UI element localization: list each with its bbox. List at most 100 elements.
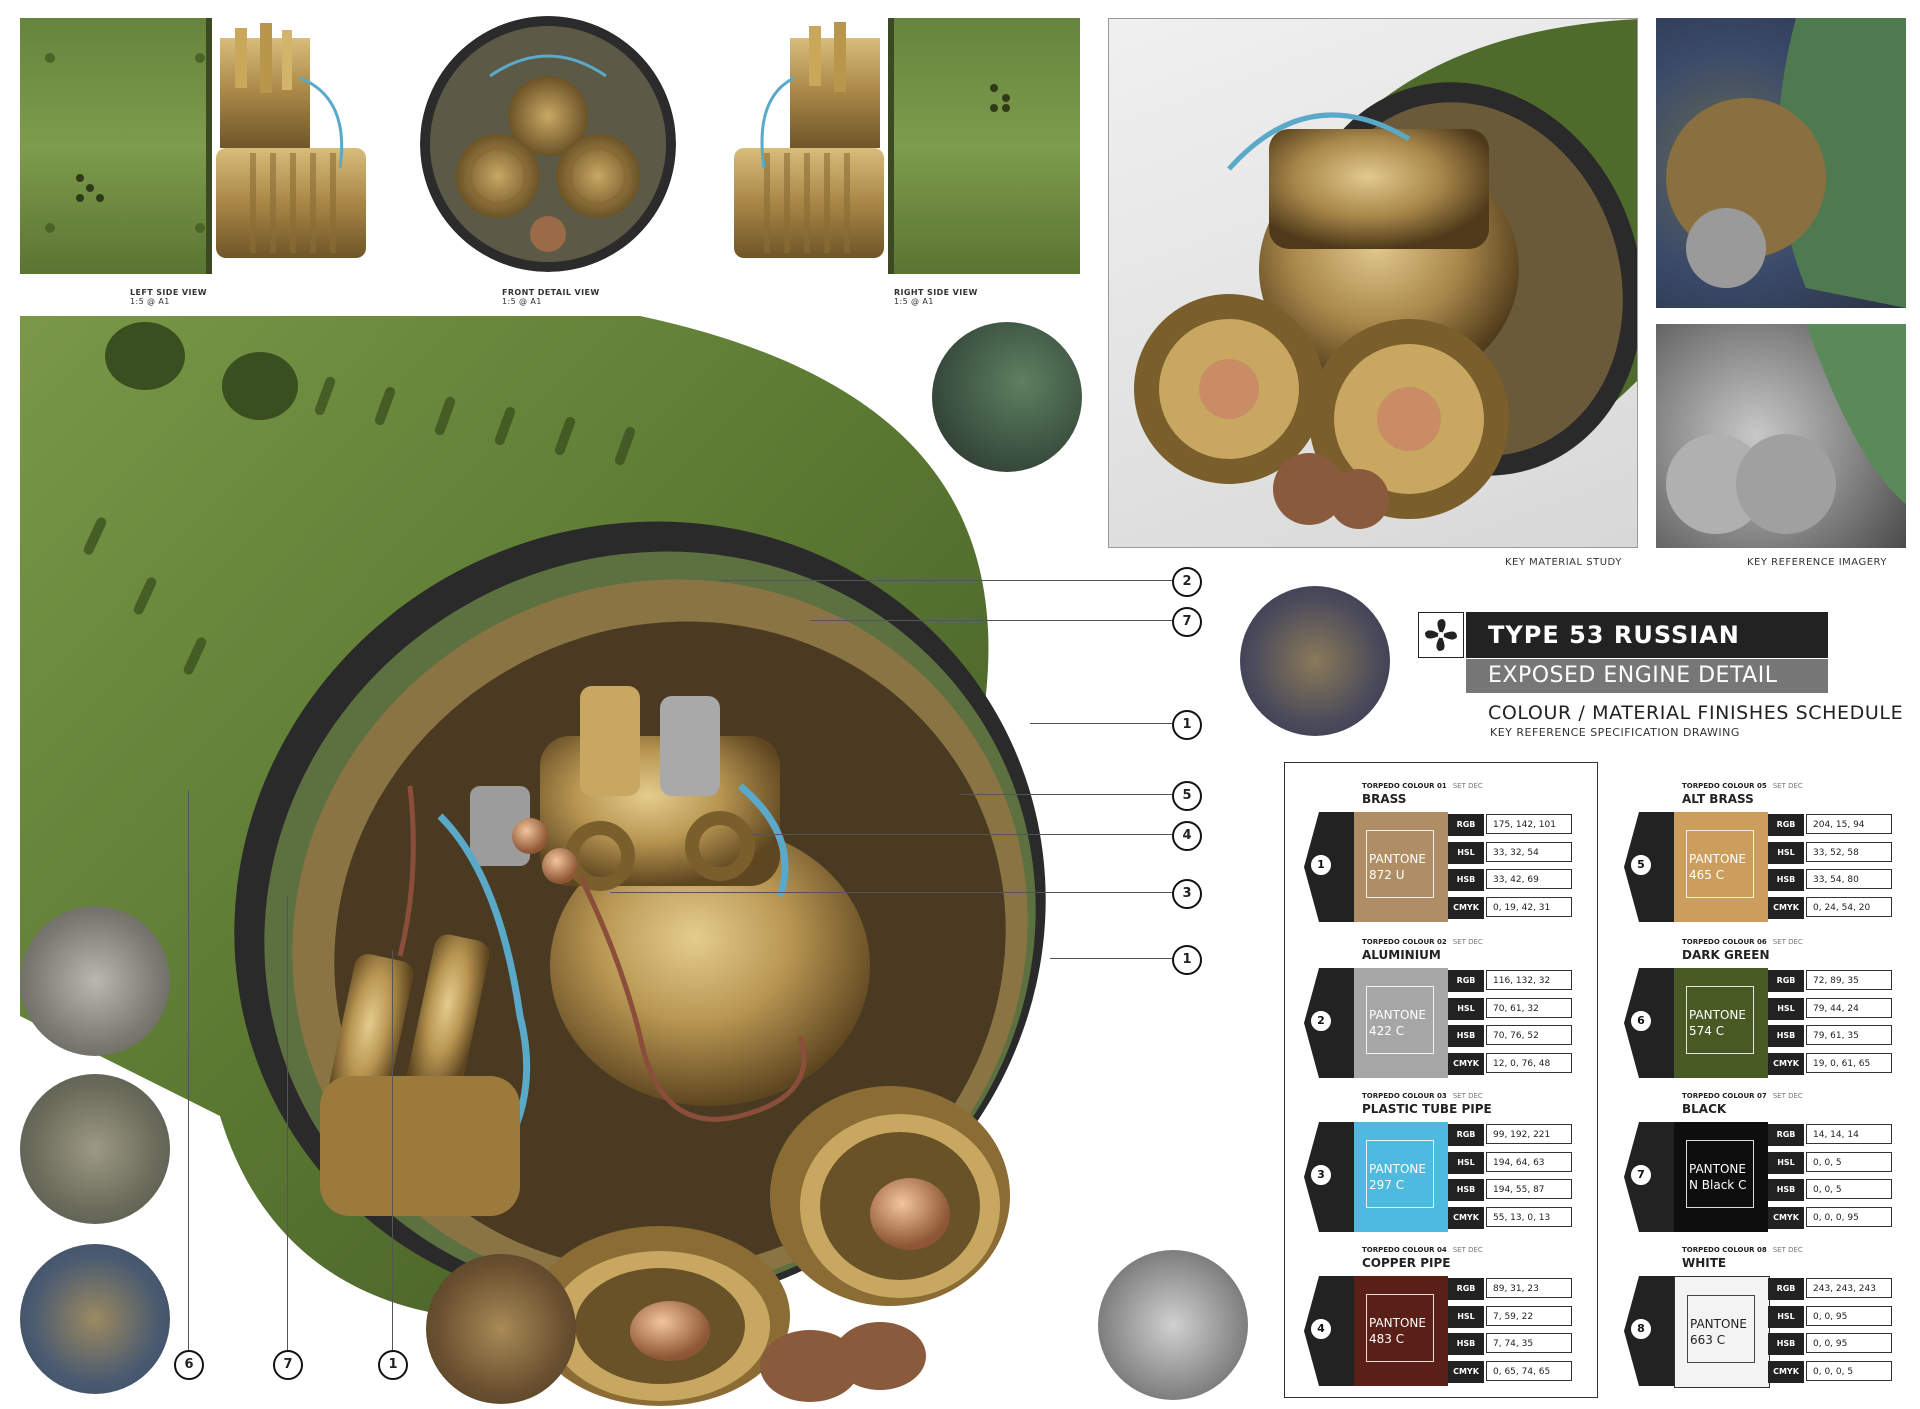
leader-line: [960, 794, 1172, 795]
rgb-value: 14, 14, 14: [1806, 1124, 1892, 1144]
hsb-value: 33, 54, 80: [1806, 869, 1892, 889]
rgb-value: 99, 192, 221: [1486, 1124, 1572, 1144]
hsl-value: 79, 44, 24: [1806, 997, 1892, 1018]
hsl-value: 0, 0, 95: [1806, 1305, 1892, 1326]
leader-line: [720, 580, 1172, 581]
hsb-value: 0, 0, 5: [1806, 1179, 1892, 1199]
hsl-value: 70, 61, 32: [1486, 997, 1572, 1018]
leader-line: [1030, 723, 1172, 724]
swatch-number: 5: [1630, 854, 1652, 876]
callout-2: 2: [1172, 567, 1202, 597]
swatch-number: 3: [1310, 1164, 1332, 1186]
key-reference-image-bottom: [1656, 324, 1906, 548]
reference-photo-circle: [1240, 586, 1390, 736]
key-material-study-caption: KEY MATERIAL STUDY: [1505, 557, 1622, 568]
value-key: CMYK: [1768, 1206, 1804, 1229]
reference-photo-circle: [20, 1074, 170, 1224]
leader-line: [1050, 958, 1172, 959]
value-key: HSL: [1448, 841, 1484, 864]
cmyk-value: 0, 0, 0, 95: [1806, 1206, 1892, 1227]
swatch-name: ALUMINIUM: [1362, 948, 1441, 962]
callout-1: 1: [1172, 945, 1202, 975]
value-key: RGB: [1768, 1124, 1804, 1146]
cmyk-value: 0, 65, 74, 65: [1486, 1360, 1572, 1381]
swatch-number: 7: [1630, 1164, 1652, 1186]
hsb-value: 194, 55, 87: [1486, 1179, 1572, 1199]
rgb-value: 175, 142, 101: [1486, 814, 1572, 834]
swatch-name: WHITE: [1682, 1256, 1727, 1270]
leader-line: [750, 834, 1172, 835]
value-key: HSL: [1448, 1151, 1484, 1174]
swatch-name: PLASTIC TUBE PIPE: [1362, 1102, 1492, 1116]
value-key: HSL: [1448, 997, 1484, 1020]
swatch-name: COPPER PIPE: [1362, 1256, 1451, 1270]
hsl-value: 33, 52, 58: [1806, 841, 1892, 862]
value-key: RGB: [1768, 814, 1804, 836]
value-key: CMYK: [1768, 1052, 1804, 1075]
callout-1: 1: [378, 1350, 408, 1380]
rgb-value: 116, 132, 32: [1486, 970, 1572, 990]
value-key: CMYK: [1448, 896, 1484, 919]
swatch-name: ALT BRASS: [1682, 792, 1754, 806]
cmyk-value: 19, 0, 61, 65: [1806, 1052, 1892, 1073]
leader-line: [810, 620, 1172, 621]
reference-photo-circle: [20, 906, 170, 1056]
reference-photo-circle: [932, 322, 1082, 472]
swatch-name: BRASS: [1362, 792, 1407, 806]
callout-3: 3: [1172, 879, 1202, 909]
swatch-number: 4: [1310, 1318, 1332, 1340]
main-engine-render: [20, 316, 1140, 1406]
left-side-view-image: [20, 18, 376, 274]
rgb-value: 89, 31, 23: [1486, 1278, 1572, 1298]
value-key: RGB: [1448, 1124, 1484, 1146]
key-reference-imagery-caption: KEY REFERENCE IMAGERY: [1747, 557, 1887, 568]
callout-1: 1: [1172, 710, 1202, 740]
value-key: CMYK: [1448, 1052, 1484, 1075]
swatch-number: 1: [1310, 854, 1332, 876]
value-key: HSB: [1768, 1179, 1804, 1201]
cmyk-value: 55, 13, 0, 13: [1486, 1206, 1572, 1227]
hsl-value: 33, 32, 54: [1486, 841, 1572, 862]
hsl-value: 194, 64, 63: [1486, 1151, 1572, 1172]
callout-4: 4: [1172, 821, 1202, 851]
reference-photo-circle: [20, 1244, 170, 1394]
value-key: HSL: [1448, 1305, 1484, 1328]
hsl-value: 7, 59, 22: [1486, 1305, 1572, 1326]
page-subtitle: EXPOSED ENGINE DETAIL: [1466, 659, 1828, 693]
hsb-value: 0, 0, 95: [1806, 1333, 1892, 1353]
leader-line: [188, 790, 189, 1350]
rgb-value: 204, 15, 94: [1806, 814, 1892, 834]
propeller-logo-icon: [1418, 612, 1464, 658]
value-key: CMYK: [1768, 1360, 1804, 1383]
value-key: CMYK: [1448, 1206, 1484, 1229]
swatch-number: 6: [1630, 1010, 1652, 1032]
cmyk-value: 0, 24, 54, 20: [1806, 896, 1892, 917]
rgb-value: 243, 243, 243: [1806, 1278, 1892, 1298]
schedule-title: COLOUR / MATERIAL FINISHES SCHEDULE: [1488, 702, 1904, 724]
schedule-subtitle: KEY REFERENCE SPECIFICATION DRAWING: [1490, 726, 1740, 739]
value-key: HSB: [1448, 869, 1484, 891]
